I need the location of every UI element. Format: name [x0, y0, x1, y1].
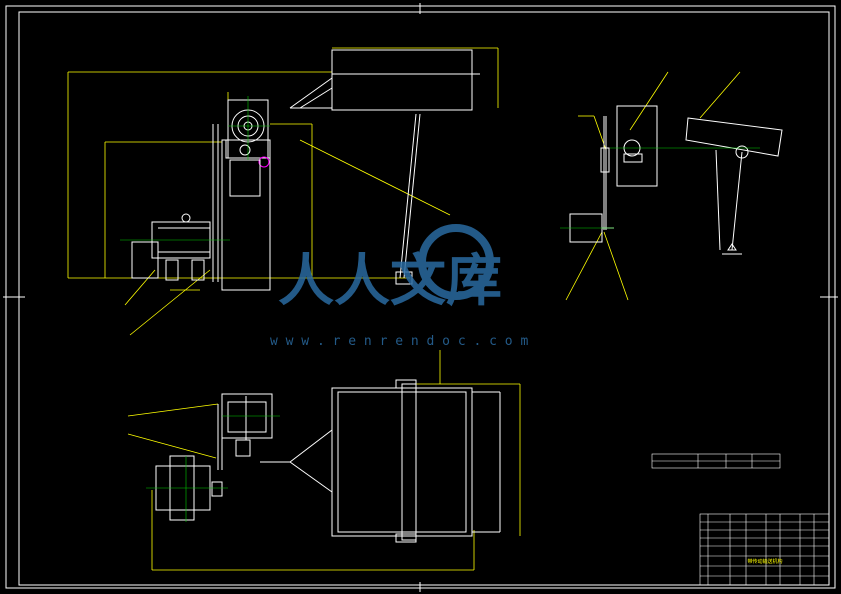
front-view	[67, 47, 499, 336]
side-view-centerlines	[560, 147, 760, 229]
plan-view-parts	[155, 379, 501, 543]
watermark-logo-icon	[418, 224, 494, 300]
motor	[131, 213, 211, 281]
side-view-parts	[569, 105, 783, 255]
side-view	[560, 71, 783, 301]
front-view-dimensions	[67, 47, 499, 336]
title-block	[699, 513, 830, 586]
plan-view-centerlines	[146, 415, 280, 522]
front-view-centerlines	[120, 96, 270, 241]
plan-view	[127, 350, 521, 571]
watermark: 人人文库 w w w . r e n r e n d o c . c o m	[270, 224, 528, 349]
support-column	[212, 124, 271, 291]
side-view-leaders	[565, 71, 741, 301]
plan-view-dimensions	[127, 350, 521, 571]
highlight-mark	[258, 156, 270, 168]
watermark-brand: 人人文库	[278, 249, 502, 314]
linkage-rod	[395, 113, 421, 285]
watermark-url: w w w . r e n r e n d o c . c o m	[270, 334, 528, 349]
parts-list-table	[651, 453, 781, 469]
drawing-frame	[3, 3, 838, 592]
conveyor-box	[289, 49, 480, 111]
drawing-title: 带传动输送机构	[747, 558, 782, 565]
